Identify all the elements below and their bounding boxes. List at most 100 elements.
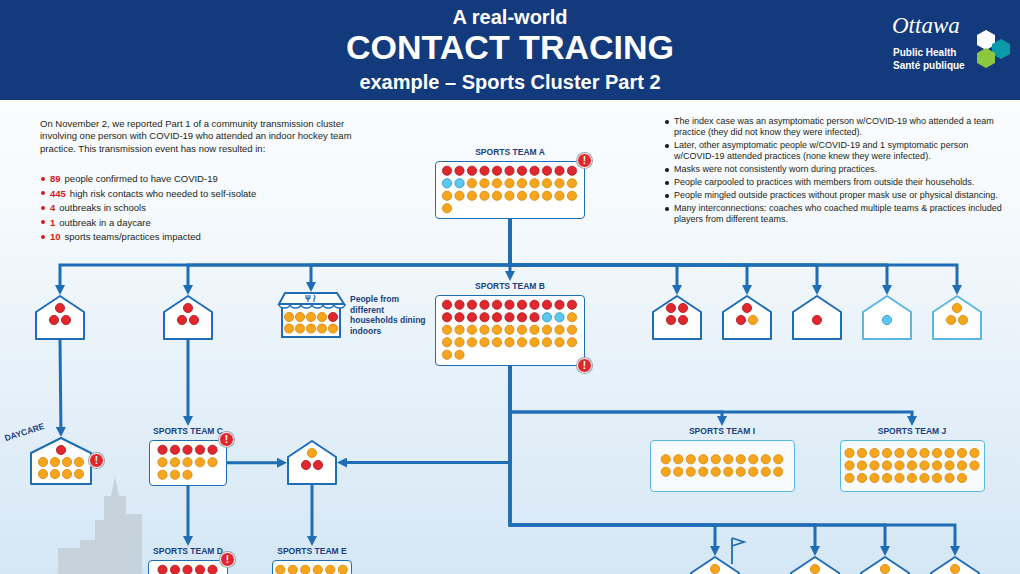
- person-dot: [810, 564, 819, 573]
- person-dot: [208, 565, 217, 574]
- person-dot: [946, 315, 955, 324]
- person-dot: [442, 350, 451, 359]
- person-dot: [505, 338, 514, 347]
- person-dot: [49, 315, 58, 324]
- person-dot: [844, 461, 853, 470]
- person-dot: [295, 324, 304, 333]
- alert-badge: !: [220, 552, 235, 567]
- house-outline: [862, 295, 912, 340]
- person-dot: [661, 455, 670, 464]
- household-node: [35, 295, 85, 340]
- house-outline: [163, 295, 213, 340]
- person-dot: [882, 473, 891, 482]
- person-dot: [748, 467, 757, 476]
- house-shape: [35, 295, 85, 340]
- spread-arrow: [510, 366, 955, 548]
- house-outline: [35, 295, 85, 340]
- fact-item: People mingled outside practices without…: [664, 190, 1002, 201]
- person-dot: [492, 300, 501, 309]
- team-heading: SPORTS TEAM B: [475, 281, 545, 292]
- spread-arrow: [188, 219, 510, 286]
- person-dot: [711, 455, 720, 464]
- bullet-dot: [665, 194, 669, 198]
- person-dot: [555, 313, 564, 322]
- person-dot: [467, 313, 476, 322]
- person-dot: [455, 338, 464, 347]
- house-path: [791, 557, 839, 574]
- household-node: [930, 556, 980, 574]
- stat-number: 10: [50, 231, 61, 242]
- alert-badge: !: [89, 453, 104, 468]
- person-dot: [919, 448, 928, 457]
- person-dot: [969, 461, 978, 470]
- person-dot: [698, 455, 707, 464]
- person-dot: [467, 166, 476, 175]
- person-dot: [530, 166, 539, 175]
- dot-grid: [273, 561, 350, 574]
- bullet-dot: [41, 177, 45, 181]
- person-dot: [944, 473, 953, 482]
- person-dot: [944, 448, 953, 457]
- house-outline: [287, 440, 337, 485]
- person-dot: [306, 324, 315, 333]
- restaurant-note: People from different households dining …: [350, 294, 434, 336]
- fact-item: Masks were not consistently worn during …: [664, 164, 1002, 175]
- house-path: [31, 438, 91, 484]
- person-dot: [38, 457, 47, 466]
- logo-text: Public Health: [893, 46, 956, 60]
- house-outline: [652, 295, 702, 340]
- household-node: [163, 295, 213, 340]
- household-node: [722, 295, 772, 340]
- house-path: [653, 296, 701, 339]
- house-shape: [860, 556, 910, 574]
- restaurant-shape: [278, 292, 344, 338]
- person-dot: [710, 564, 719, 573]
- team-box: [148, 560, 228, 574]
- person-dot: [857, 473, 866, 482]
- person-dot: [530, 300, 539, 309]
- person-dot: [812, 315, 821, 324]
- person-dot: [517, 300, 526, 309]
- person-dot: [542, 191, 551, 200]
- person-dot: [442, 325, 451, 334]
- person-dot: [480, 313, 489, 322]
- person-dot: [894, 473, 903, 482]
- person-dot: [505, 191, 514, 200]
- person-dot: [723, 467, 732, 476]
- person-dot: [673, 455, 682, 464]
- person-dot: [492, 191, 501, 200]
- team-node: SPORTS TEAM J: [840, 426, 985, 492]
- person-dot: [492, 166, 501, 175]
- person-dot: [313, 460, 322, 469]
- person-dot: [301, 565, 310, 574]
- house-outline: [722, 295, 772, 340]
- person-dot: [678, 315, 687, 324]
- daycare-node: DAYCARE: [30, 437, 92, 485]
- person-dot: [932, 461, 941, 470]
- person-dot: [195, 445, 204, 454]
- stat-number: 4: [50, 202, 55, 213]
- person-dot: [317, 312, 326, 321]
- house-shape: [652, 295, 702, 340]
- person-dot: [957, 448, 966, 457]
- person-dot: [492, 325, 501, 334]
- alert-badge: !: [577, 358, 592, 373]
- person-dot: [530, 179, 539, 188]
- person-dot: [882, 315, 891, 324]
- person-dot: [276, 565, 285, 574]
- stat-number: 445: [50, 188, 66, 199]
- logo-wordmark: Ottawa: [892, 12, 960, 39]
- person-dot: [50, 457, 59, 466]
- person-dot: [295, 312, 304, 321]
- person-dot: [505, 166, 514, 175]
- household-node: [862, 295, 912, 340]
- house-path: [931, 557, 979, 574]
- person-dot: [666, 315, 675, 324]
- person-dot: [158, 470, 167, 479]
- person-dot: [932, 473, 941, 482]
- house-shape: [30, 437, 92, 485]
- fact-item: Later, other asymptomatic people w/COVID…: [664, 140, 1002, 162]
- person-dot: [56, 445, 65, 454]
- fact-text: Many interconnections: coaches who coach…: [674, 203, 1002, 225]
